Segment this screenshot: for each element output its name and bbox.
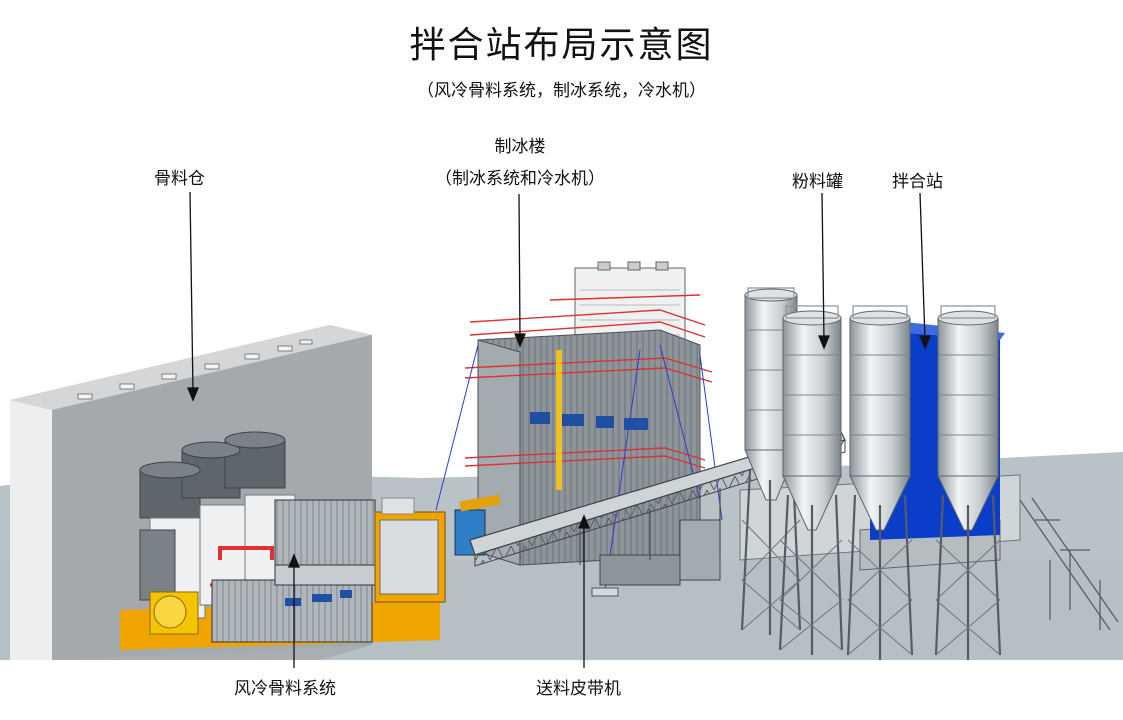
label-mixing-station: 拌合站	[892, 172, 943, 192]
label-aggregate-bin: 骨料仓	[154, 169, 205, 189]
leader-air-cooled	[288, 553, 300, 668]
label-air-cooled-system: 风冷骨料系统	[234, 679, 336, 699]
leader-mixing-station	[919, 192, 931, 350]
leader-aggregate-bin	[187, 191, 199, 402]
leader-ice-building	[514, 193, 526, 348]
leader-lines	[187, 191, 931, 668]
diagram-subtitle: （风冷骨料系统，制冰系统，冷水机）	[417, 81, 706, 101]
label-powder-silo: 粉料罐	[792, 172, 843, 192]
label-ice-building-sub: （制冰系统和冷水机）	[435, 169, 605, 189]
access-stairs	[1019, 497, 1119, 631]
air-cooled-system	[120, 431, 446, 650]
diagram-title: 拌合站布局示意图	[409, 25, 714, 66]
label-ice-building: 制冰楼	[494, 137, 546, 157]
leader-powder-silo	[818, 192, 830, 350]
leader-conveyor	[578, 514, 590, 668]
powder-silos	[740, 287, 1002, 660]
label-conveyor: 送料皮带机	[536, 679, 621, 699]
